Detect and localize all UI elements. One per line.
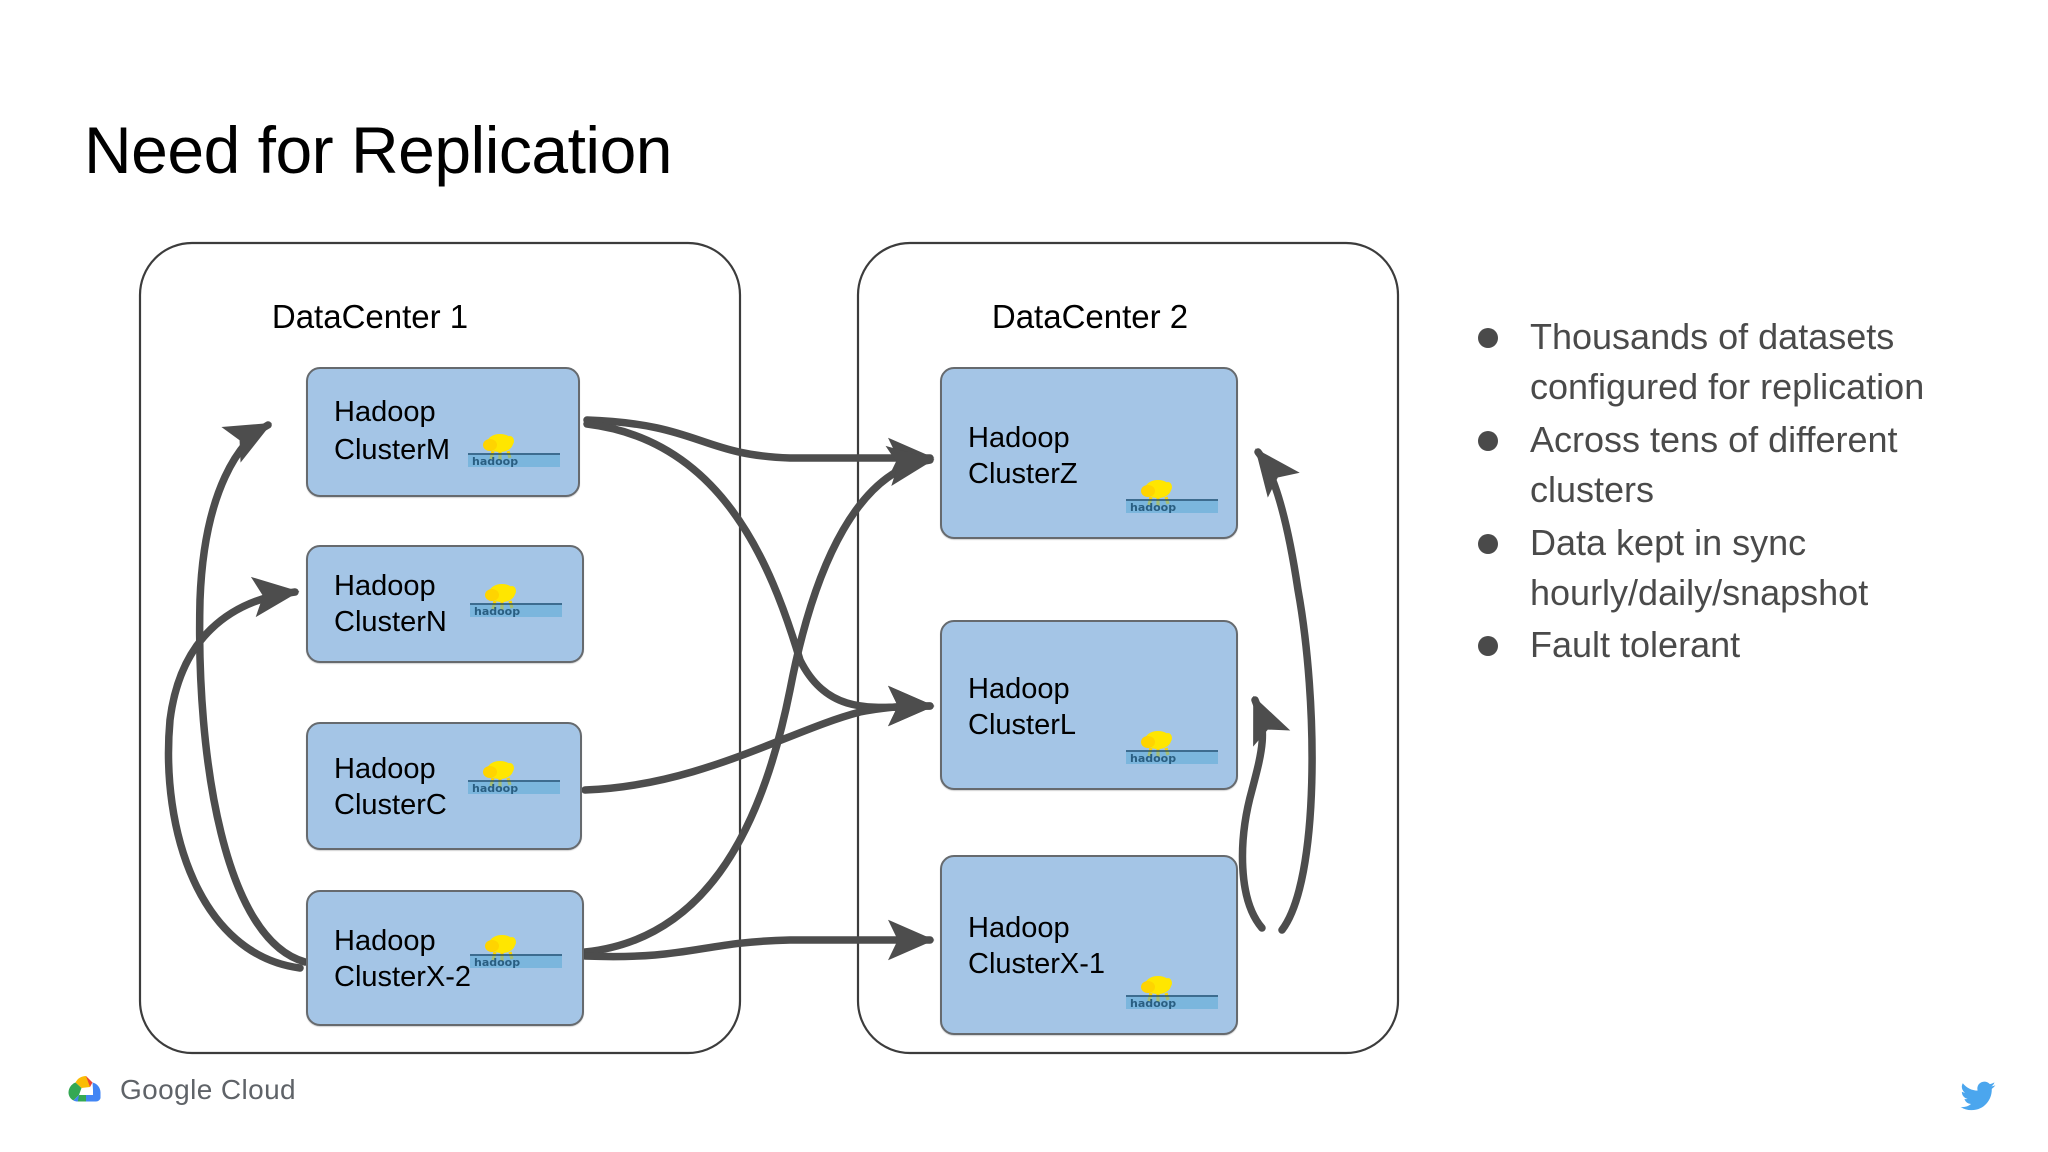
bullet-dot-icon <box>1478 636 1498 657</box>
hadoop-logo-icon: hadoop <box>468 761 560 795</box>
bullet-dot-icon <box>1478 328 1498 348</box>
google-cloud-icon <box>68 1076 101 1102</box>
arrow-clusterX2-to-clusterM <box>195 421 309 966</box>
cluster-inner: Hadoop ClusterM hadoop <box>308 369 578 495</box>
svg-text:hadoop: hadoop <box>474 956 520 969</box>
cluster-inner: Hadoop ClusterN hadoop <box>308 547 582 661</box>
cluster-label-line1: Hadoop <box>968 422 1070 454</box>
svg-text:hadoop: hadoop <box>1130 501 1176 514</box>
arrow-clusterX2-to-clusterX1 <box>581 919 935 961</box>
bullet-dot-icon <box>1478 430 1498 451</box>
cluster-box-clusterN[interactable]: Hadoop ClusterN hadoop <box>306 545 584 663</box>
google-cloud-brand: Google Cloud <box>66 1073 296 1107</box>
svg-text:hadoop: hadoop <box>472 782 518 795</box>
cluster-label-line1: Hadoop <box>334 925 436 957</box>
cluster-box-clusterX1[interactable]: Hadoop ClusterX-1 hadoop <box>940 855 1238 1035</box>
arrow-clusterX2-to-clusterZ <box>581 445 935 956</box>
bullet-dot-icon <box>1478 533 1498 554</box>
arrow-clusterX1-to-clusterZ <box>1254 448 1316 934</box>
svg-text:hadoop: hadoop <box>474 605 520 618</box>
cluster-label-line2: ClusterZ <box>968 458 1078 490</box>
cluster-label-line2: ClusterX-1 <box>968 948 1105 980</box>
arrow-clusterM-to-clusterZ <box>583 416 935 479</box>
arrow-clusterM-to-clusterL <box>583 420 935 727</box>
cluster-box-clusterZ[interactable]: Hadoop ClusterZ hadoop <box>940 367 1238 539</box>
page-title: Need for Replication <box>84 113 673 187</box>
arrow-clusterC-to-clusterL <box>581 685 935 794</box>
bullet-text: Across tens of different clusters <box>1530 418 1898 511</box>
cluster-label-line1: Hadoop <box>334 753 436 785</box>
cluster-label-line1: Hadoop <box>334 396 436 428</box>
hadoop-logo-icon: hadoop <box>470 935 562 969</box>
cluster-box-clusterM[interactable]: Hadoop ClusterM hadoop <box>306 367 580 497</box>
list-item: Across tens of different clusters <box>1478 415 2018 516</box>
cluster-box-clusterX2[interactable]: Hadoop ClusterX-2 hadoop <box>306 890 584 1026</box>
cluster-inner: Hadoop ClusterC hadoop <box>308 724 580 848</box>
google-cloud-wordmark: Google Cloud <box>120 1074 297 1105</box>
twitter-bird-icon[interactable] <box>1956 1078 2000 1116</box>
cluster-label-line1: Hadoop <box>968 673 1070 705</box>
hadoop-logo-icon: hadoop <box>1126 731 1218 765</box>
datacenter-1-label: DataCenter 1 <box>271 298 469 335</box>
datacenter-2-label: DataCenter 2 <box>991 298 1189 335</box>
cluster-inner: Hadoop ClusterX-1 hadoop <box>942 857 1236 1033</box>
bullet-text: Data kept in sync hourly/daily/snapshot <box>1530 521 1869 613</box>
bullet-text: Thousands of datasets configured for rep… <box>1530 316 1925 408</box>
list-item: Fault tolerant <box>1478 620 2018 670</box>
cluster-label-line2: ClusterC <box>334 789 447 821</box>
bullet-list: Thousands of datasets configured for rep… <box>1478 312 2018 673</box>
hadoop-logo-icon: hadoop <box>468 434 560 468</box>
arrow-clusterX2-to-clusterN <box>164 576 304 972</box>
cluster-label-line1: Hadoop <box>968 912 1070 944</box>
bullet-text: Fault tolerant <box>1530 624 1741 666</box>
cluster-label-line2: ClusterM <box>334 434 451 466</box>
list-item: Thousands of datasets configured for rep… <box>1478 312 2018 413</box>
cluster-label-line1: Hadoop <box>334 570 436 602</box>
cluster-inner: Hadoop ClusterX-2 hadoop <box>308 892 582 1024</box>
cluster-label-line2: ClusterL <box>968 709 1076 741</box>
arrow-clusterX1-to-clusterL <box>1238 695 1291 932</box>
svg-text:hadoop: hadoop <box>472 455 518 468</box>
hadoop-logo-icon: hadoop <box>1126 976 1218 1010</box>
list-item: Data kept in sync hourly/daily/snapshot <box>1478 518 2018 619</box>
svg-text:hadoop: hadoop <box>1130 752 1176 765</box>
svg-text:hadoop: hadoop <box>1130 997 1176 1010</box>
cluster-label-line2: ClusterN <box>334 606 447 638</box>
hadoop-logo-icon: hadoop <box>470 584 562 618</box>
hadoop-logo-icon: hadoop <box>1126 480 1218 514</box>
cluster-box-clusterC[interactable]: Hadoop ClusterC hadoop <box>306 722 582 850</box>
cluster-inner: Hadoop ClusterZ hadoop <box>942 369 1236 537</box>
cluster-label-line2: ClusterX-2 <box>334 961 471 993</box>
cluster-box-clusterL[interactable]: Hadoop ClusterL hadoop <box>940 620 1238 790</box>
cluster-inner: Hadoop ClusterL hadoop <box>942 622 1236 788</box>
